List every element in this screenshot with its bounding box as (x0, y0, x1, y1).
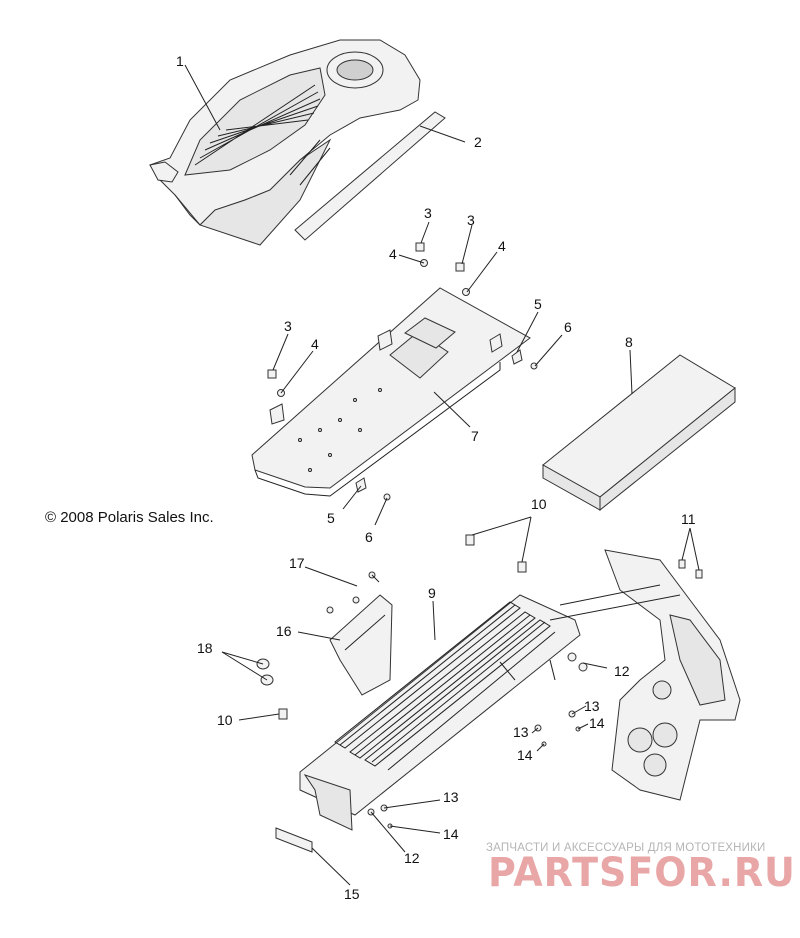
part-16-bracket (329, 594, 393, 696)
side-mount-plate (604, 549, 741, 801)
callout-14: 14 (517, 747, 533, 763)
leader-lines (184, 64, 700, 886)
callout-6: 6 (564, 319, 572, 335)
copyright-notice: © 2008 Polaris Sales Inc. (45, 509, 214, 526)
part-1-storage-cover (149, 39, 421, 246)
callout-15: 15 (344, 886, 360, 902)
callout-14: 14 (443, 826, 459, 842)
callout-13: 13 (443, 789, 459, 805)
callout-13: 13 (584, 698, 600, 714)
callout-9: 9 (428, 585, 436, 601)
callout-5: 5 (327, 510, 335, 526)
callout-11: 11 (681, 511, 696, 527)
callout-17: 17 (289, 555, 305, 571)
callout-5: 5 (534, 296, 542, 312)
callout-10: 10 (217, 712, 233, 728)
callout-10: 10 (531, 496, 547, 512)
watermark-brand: PARTSFOR.RU (488, 850, 796, 896)
part-2-strip (294, 111, 446, 241)
callout-8: 8 (625, 334, 633, 350)
callout-3: 3 (424, 205, 432, 221)
callout-16: 16 (276, 623, 292, 639)
callout-4: 4 (389, 246, 397, 262)
callout-4: 4 (498, 238, 506, 254)
callout-7: 7 (471, 428, 479, 444)
callout-12: 12 (614, 663, 630, 679)
part-9-tray (275, 594, 581, 853)
callout-4: 4 (311, 336, 319, 352)
callout-14: 14 (589, 715, 605, 731)
part-8-foam-pad (542, 354, 736, 512)
callout-1: 1 (176, 53, 184, 69)
callout-numbers: 1 2 3 3 3 4 4 4 5 5 6 6 7 8 9 10 10 11 1… (176, 53, 696, 902)
callout-3: 3 (284, 318, 292, 334)
callout-18: 18 (197, 640, 213, 656)
callout-3: 3 (467, 212, 475, 228)
callout-2: 2 (474, 134, 482, 150)
callout-12: 12 (404, 850, 420, 866)
watermark-tagline: ЗАПЧАСТИ И АКСЕССУАРЫ ДЛЯ МОТОТЕХНИКИ (486, 842, 766, 854)
callout-6: 6 (365, 529, 373, 545)
part-7-base-plate (251, 287, 531, 497)
callout-13: 13 (513, 724, 529, 740)
